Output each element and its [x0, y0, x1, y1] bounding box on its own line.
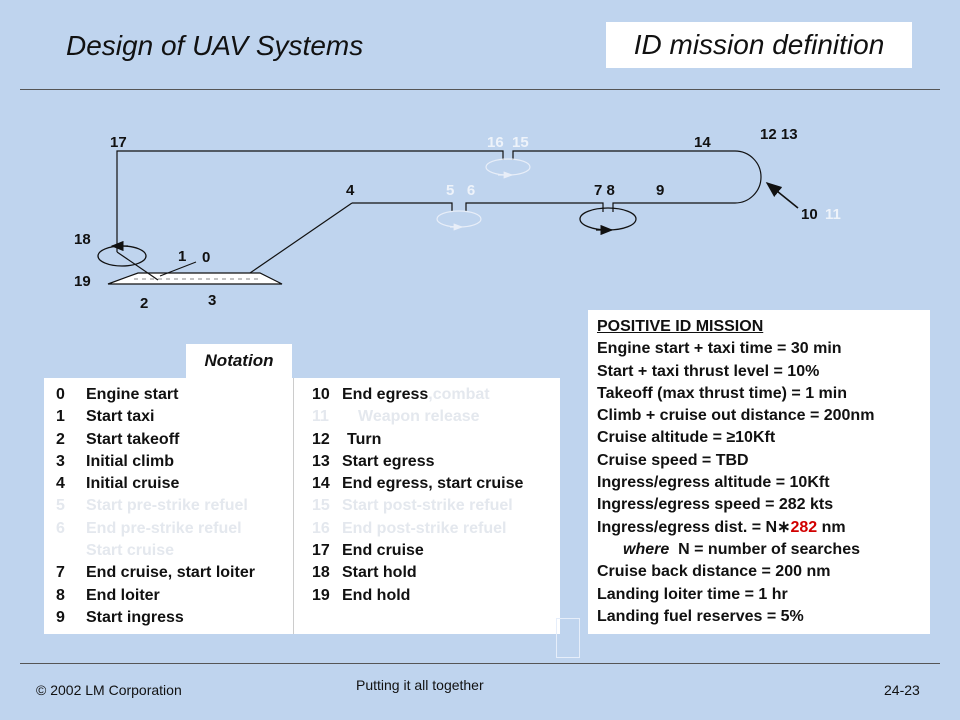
label-17: 17 [110, 134, 127, 151]
label-7-8: 7 8 [594, 182, 615, 199]
mission-heading: POSITIVE ID MISSION [597, 318, 764, 335]
mission-line-where: where N = number of searches [623, 540, 860, 558]
mission-requirements-panel: POSITIVE ID MISSION Engine start + taxi … [588, 310, 930, 634]
cruise-out-path-2 [465, 202, 604, 212]
notation-item: Start cruise [86, 542, 175, 560]
label-14: 14 [694, 134, 711, 151]
mission-line-distance: Ingress/egress dist. = N∗282 nm [597, 518, 846, 536]
climb-path [249, 202, 353, 274]
label-4: 4 [346, 182, 355, 199]
placeholder-box [556, 618, 580, 658]
label-19: 19 [74, 273, 91, 290]
pre-strike-refuel-loop [436, 210, 482, 228]
label-11: 11 [825, 206, 841, 223]
footer-center-text: Putting it all together [356, 677, 484, 693]
label-10: 10 [801, 206, 818, 223]
label-2: 2 [140, 295, 148, 312]
highlight-value: 282 [790, 518, 818, 536]
label-0: 0 [202, 249, 210, 266]
label-12-13: 12 13 [760, 126, 798, 143]
landing-path [116, 251, 159, 281]
notation-tab: Notation [186, 344, 292, 378]
mission-line: Cruise back distance = 200 nm [597, 563, 831, 581]
cruise-back-path [116, 150, 504, 252]
label-16-15: 16 15 [487, 134, 529, 151]
mission-line: Engine start + taxi time = 30 min [597, 340, 842, 358]
label-9: 9 [656, 182, 664, 199]
mission-line: Ingress/egress altitude = 10Kft [597, 474, 830, 492]
label-1: 1 [178, 248, 186, 265]
top-divider [20, 89, 940, 90]
ingress-path [612, 202, 735, 212]
turn-path [734, 150, 762, 204]
mission-line: Landing loiter time = 1 hr [597, 585, 788, 603]
mission-line: Climb + cruise out distance = 200nm [597, 407, 875, 425]
cruise-out-path [352, 202, 453, 212]
taxi-leader [159, 261, 197, 277]
notation-divider [293, 378, 294, 634]
bottom-divider [20, 663, 940, 664]
label-18: 18 [74, 231, 91, 248]
label-3: 3 [208, 292, 216, 309]
mission-requirements-list: POSITIVE ID MISSION Engine start + taxi … [597, 316, 874, 628]
footer-copyright: © 2002 LM Corporation [36, 682, 182, 698]
mission-line: Takeoff (max thrust time) = 1 min [597, 384, 847, 402]
loiter-loop [579, 207, 637, 231]
mission-line: Ingress/egress speed = 282 kts [597, 496, 834, 514]
slide-title: Design of UAV Systems [66, 30, 364, 61]
mission-line: Cruise speed = TBD [597, 451, 749, 469]
mission-line: Landing fuel reserves = 5% [597, 607, 804, 625]
egress-path [512, 150, 735, 160]
footer-page-number: 24-23 [884, 682, 920, 698]
mission-line: Start + taxi thrust level = 10% [597, 362, 820, 380]
combat-arrow [765, 181, 799, 209]
section-title: ID mission definition [606, 22, 912, 68]
mission-profile-diagram: 17 16 15 14 12 13 4 5 6 7 8 9 10 11 18 1… [74, 126, 841, 312]
post-strike-refuel-loop [485, 158, 531, 176]
label-5-6: 5 6 [446, 182, 475, 199]
mission-line: Cruise altitude = ≥10Kft [597, 429, 776, 447]
